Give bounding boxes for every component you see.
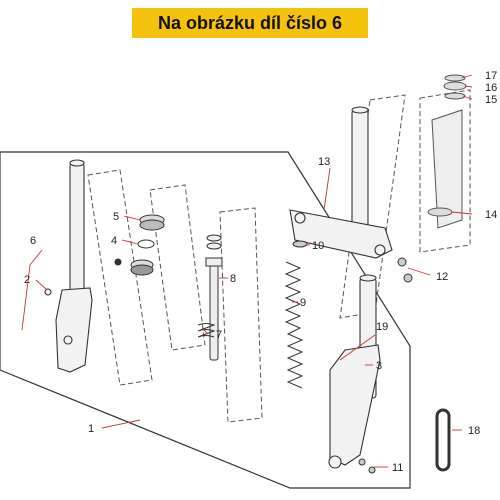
steering-stem <box>289 106 393 259</box>
callout-1: 1 <box>88 423 94 435</box>
washer-10 <box>292 240 308 248</box>
callout-10: 10 <box>312 240 324 252</box>
title-banner: Na obrázku díl číslo 6 <box>132 8 368 38</box>
dashed-group-left <box>87 169 153 386</box>
callout-6: 6 <box>30 235 36 247</box>
small-spring <box>197 323 216 338</box>
main-spring <box>284 261 304 389</box>
callout-8: 8 <box>230 273 236 285</box>
callout-18: 18 <box>468 425 480 437</box>
banner-text: Na obrázku díl číslo 6 <box>157 12 343 33</box>
callout-7: 7 <box>216 329 222 341</box>
callout-11: 11 <box>392 462 403 474</box>
callout-12: 12 <box>436 271 448 283</box>
seal-parts <box>114 214 165 276</box>
callout-16: 16 <box>485 82 497 94</box>
damper-rod <box>205 234 223 361</box>
callout-17: 17 <box>485 70 497 82</box>
dashed-group-mid <box>149 184 206 351</box>
bolts-11 <box>358 458 376 474</box>
callout-2: 2 <box>24 274 30 286</box>
leader-lines <box>21 74 473 468</box>
dashed-group-rod <box>219 207 263 423</box>
callout-labels: 6 2 5 4 8 7 9 10 13 17 16 15 14 12 19 3 … <box>24 70 497 474</box>
callout-4: 4 <box>111 235 117 247</box>
callout-14: 14 <box>485 209 497 221</box>
o-ring-18 <box>435 408 451 472</box>
fork-leg-right <box>328 274 381 469</box>
top-bearing-set <box>427 74 467 229</box>
callout-3: 3 <box>376 360 382 372</box>
assembly-frame <box>0 151 411 489</box>
callout-15: 15 <box>485 94 497 106</box>
fork-leg-left <box>44 159 93 373</box>
bolts-12 <box>397 257 413 283</box>
callout-5: 5 <box>113 211 119 223</box>
callout-13: 13 <box>318 156 330 168</box>
callout-9: 9 <box>300 297 306 309</box>
callout-19: 19 <box>376 321 388 333</box>
